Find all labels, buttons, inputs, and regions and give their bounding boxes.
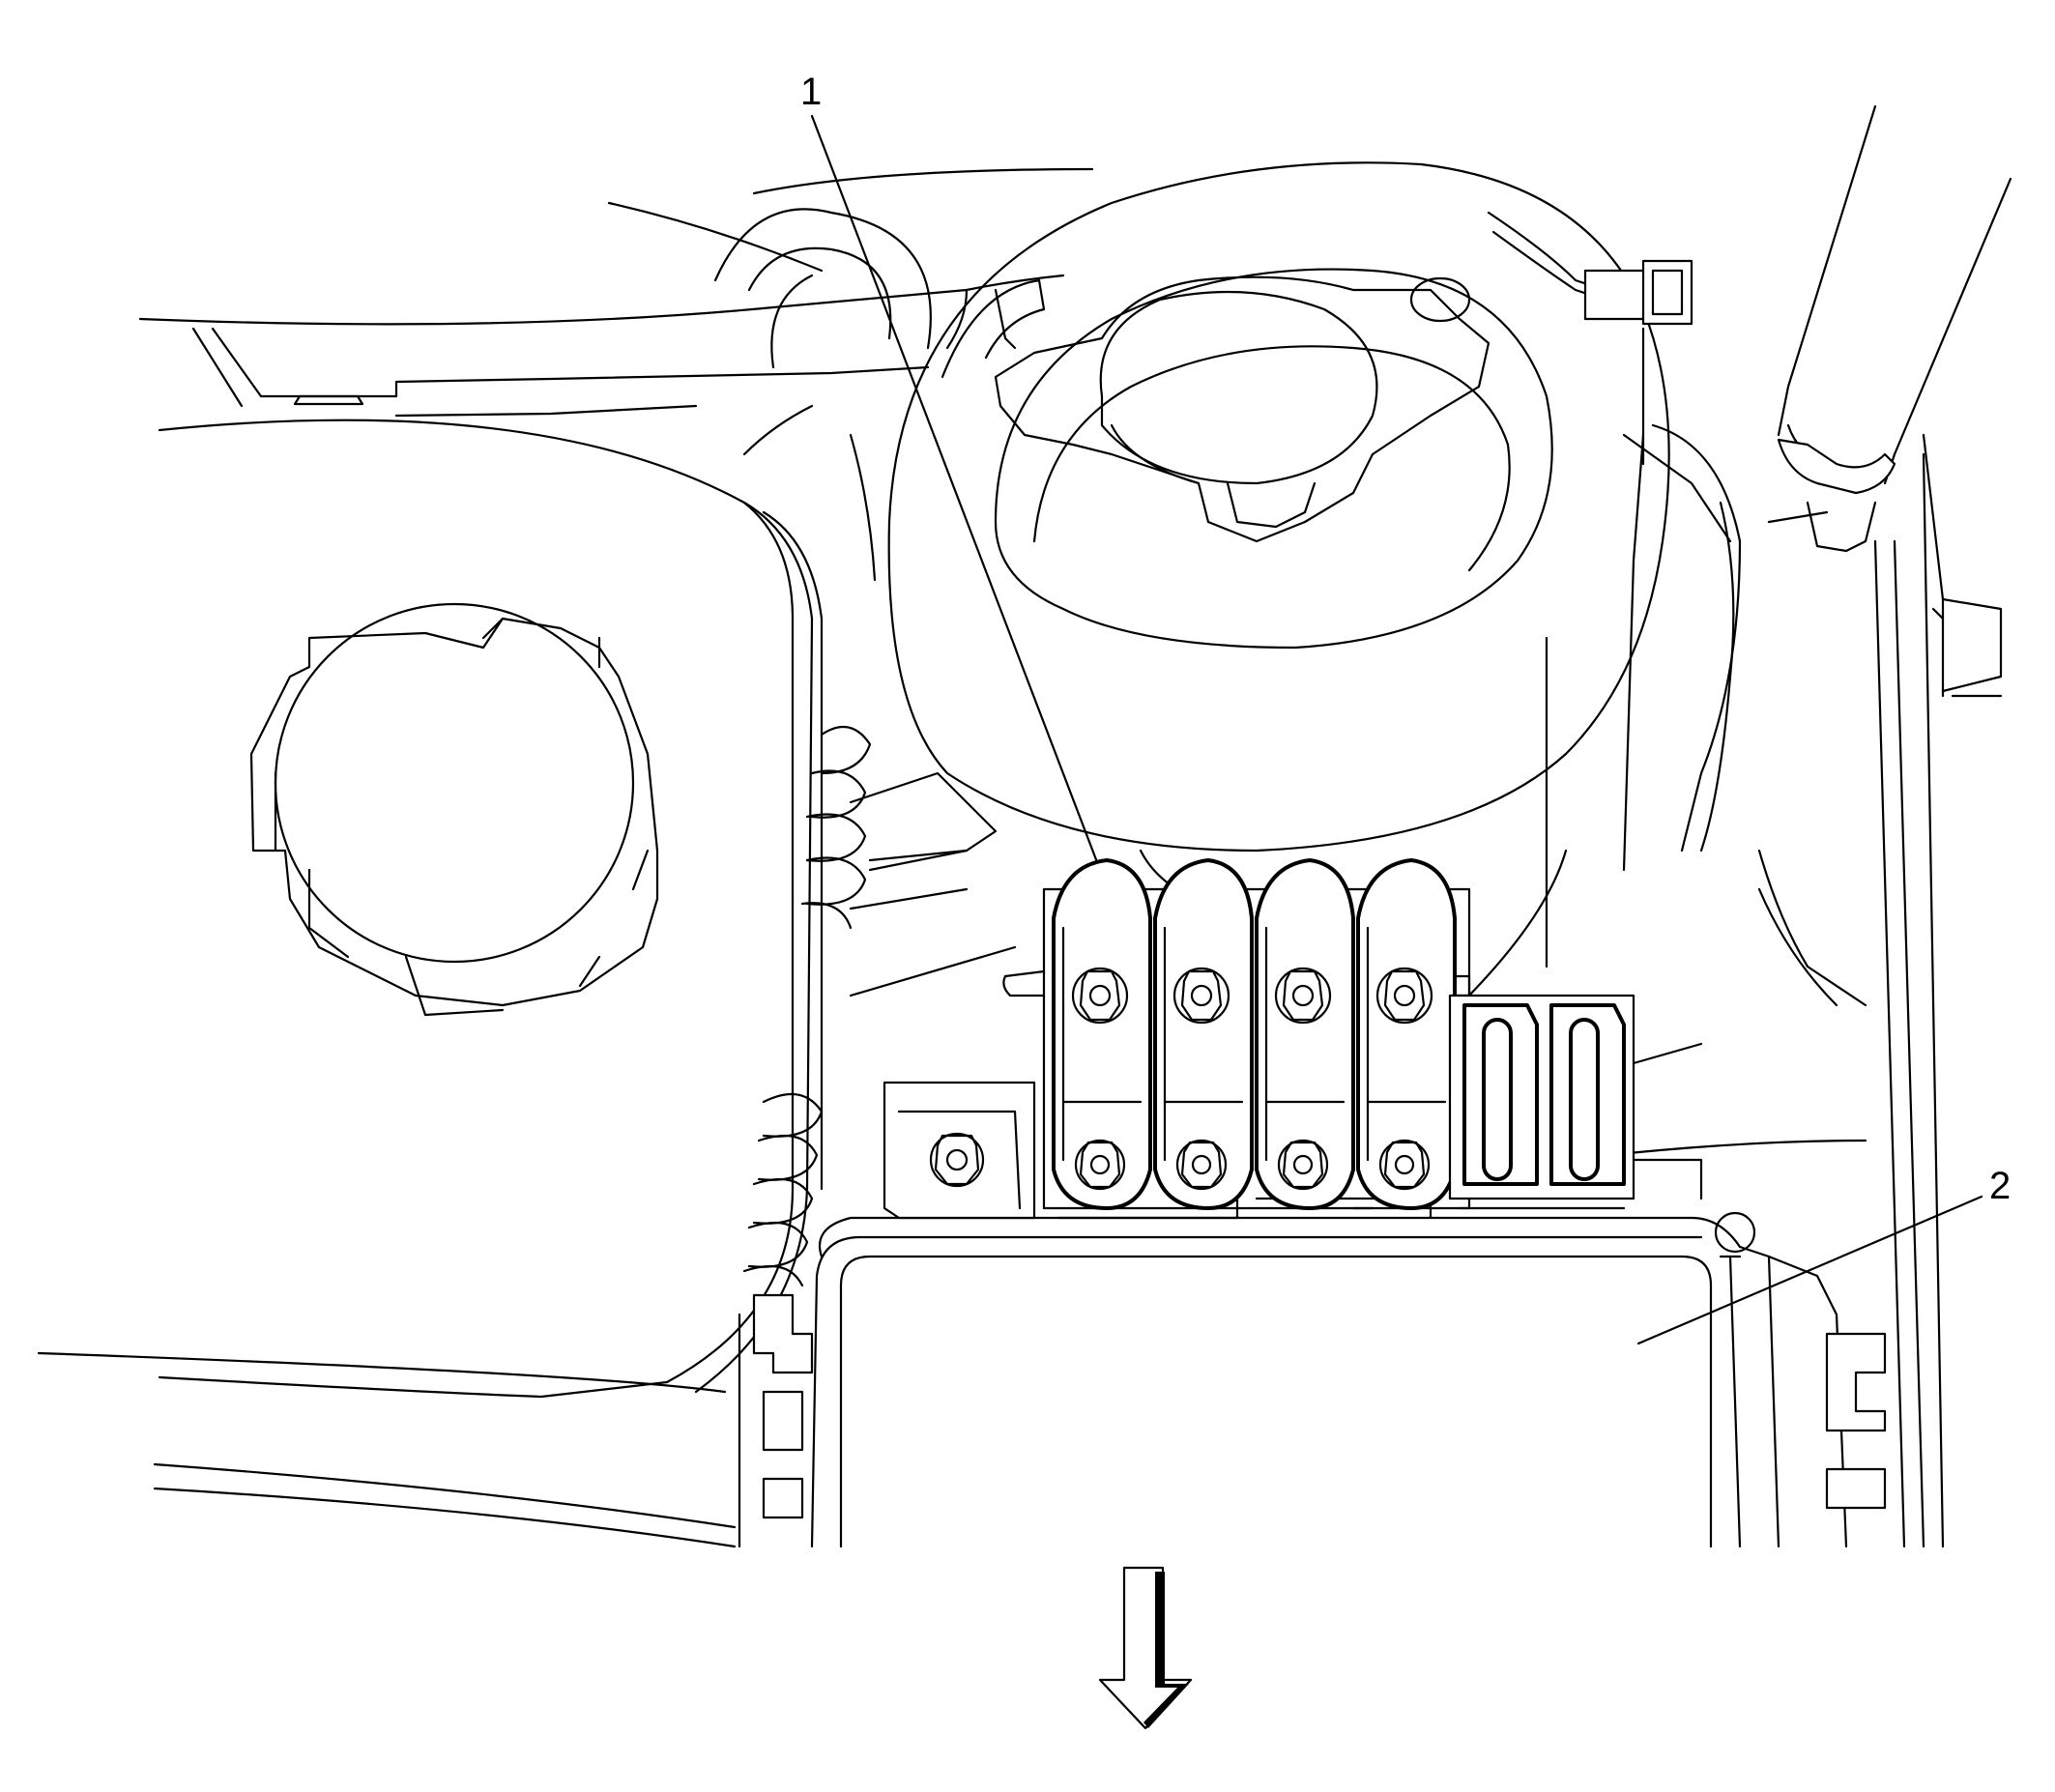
callout-2: 2 bbox=[1989, 1165, 2011, 1207]
mega-fuse-3 bbox=[1255, 858, 1355, 1210]
mega-fuses bbox=[1052, 858, 1457, 1210]
mega-fuse-4 bbox=[1356, 858, 1457, 1210]
battery-terminal-stud bbox=[883, 1081, 1036, 1220]
maxi-fuses bbox=[1448, 994, 1703, 1210]
maxi-fuse-1 bbox=[1462, 1003, 1539, 1186]
vehicle-body-outline bbox=[138, 167, 1094, 582]
left-reservoir bbox=[37, 419, 824, 1548]
mega-fuse-1 bbox=[1052, 858, 1152, 1210]
right-side-components bbox=[1564, 104, 2012, 1548]
fluid-level-sensor bbox=[1487, 211, 1693, 466]
mega-fuse-2 bbox=[1153, 858, 1254, 1210]
down-arrow-icon bbox=[1098, 1566, 1193, 1730]
callout-leaders bbox=[810, 114, 1983, 1345]
reservoir-cap bbox=[249, 602, 659, 1017]
maxi-fuse-2 bbox=[1549, 1003, 1626, 1186]
leader-line-1 bbox=[810, 114, 1099, 864]
fuse-block-housing bbox=[738, 1211, 1887, 1548]
hose-ribs bbox=[742, 725, 1017, 1287]
callout-1: 1 bbox=[800, 71, 822, 113]
brake-reservoir bbox=[887, 161, 1670, 1007]
leader-line-2 bbox=[1636, 1195, 1983, 1345]
